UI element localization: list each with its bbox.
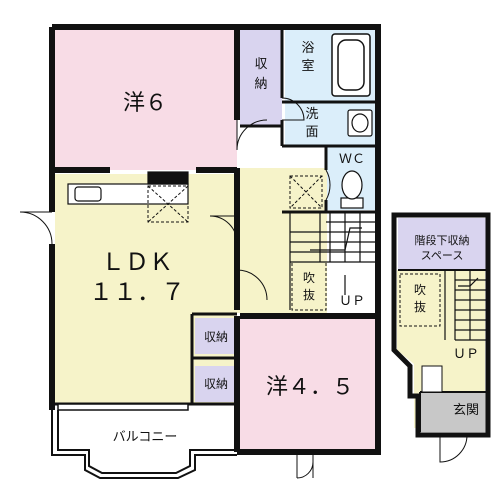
ldk-fill — [55, 174, 237, 404]
understair-storage-fill — [398, 218, 486, 270]
balcony-outline — [51, 410, 237, 479]
void-main-label: 吹抜 — [303, 271, 315, 302]
bathtub-icon — [331, 33, 371, 97]
western-room-6-label: 洋６ — [123, 91, 167, 116]
bath-label: 浴室 — [301, 41, 314, 74]
wc-label: ＷＣ — [339, 152, 365, 167]
up-side-label: ＵＰ — [453, 347, 479, 362]
western-room-45-label: 洋４．５ — [266, 375, 354, 400]
laundry-pan-icon — [289, 175, 323, 209]
up-main-label: ＵＰ — [339, 294, 365, 309]
main-void-box — [291, 261, 327, 311]
western-room-45-fill — [240, 316, 375, 450]
storage-mid-1-fill — [195, 318, 235, 354]
entrance-label: 玄関 — [453, 403, 479, 418]
void-side-label: 吹抜 — [414, 283, 426, 314]
entrance-fill — [420, 392, 486, 432]
storage-mid-2-fill — [195, 366, 235, 402]
ldk-label-line2: １１．７ — [89, 278, 185, 306]
storage-top-fill — [240, 30, 282, 126]
kitchen-counter-icon — [67, 171, 189, 205]
door-swings — [19, 97, 468, 479]
main-walls — [49, 24, 381, 455]
balcony-label: バルコニー — [113, 430, 178, 445]
side-void-box — [399, 273, 441, 327]
storage-mid-1-label: 収納 — [204, 330, 228, 344]
storage-top-label: 収納 — [254, 57, 267, 92]
storage-mid-2-label: 収納 — [204, 377, 228, 391]
side-stair — [444, 270, 486, 341]
washroom-label: 洗面 — [305, 107, 318, 140]
kitchen-dashed-box — [147, 185, 189, 223]
balcony-window — [57, 403, 189, 411]
hall-fill — [237, 168, 327, 313]
shoe-cabinet-icon — [421, 365, 443, 393]
understair-storage-label: 階段下収納スペース — [415, 233, 470, 262]
ldk-label-line1: ＬＤＫ — [101, 248, 173, 276]
western-room-6-fill — [55, 30, 237, 170]
toilet-icon — [340, 170, 364, 209]
washbasin-icon — [347, 109, 373, 137]
main-stair — [289, 212, 375, 310]
side-walls — [391, 212, 491, 438]
